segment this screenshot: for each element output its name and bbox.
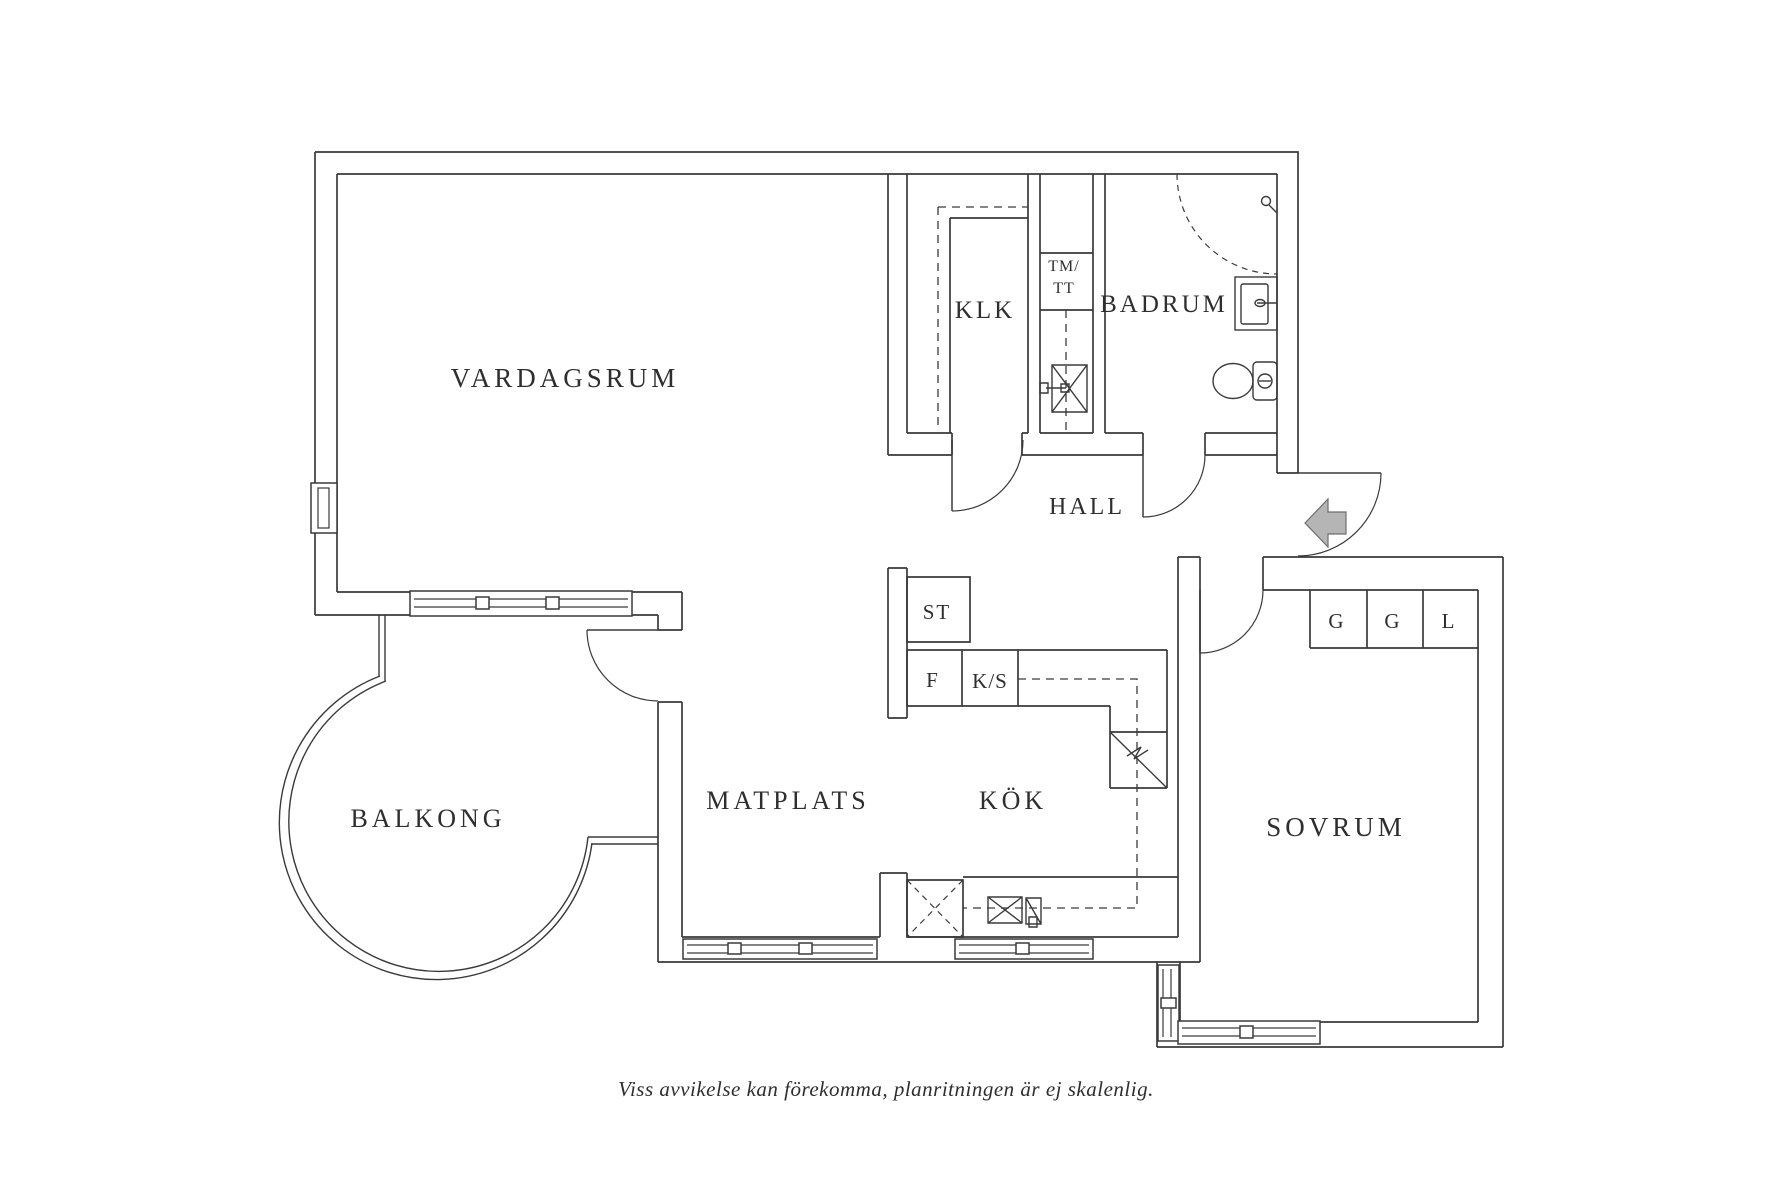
room-label-klk: KLK bbox=[955, 297, 1015, 324]
room-label-badrum: BADRUM bbox=[1100, 291, 1228, 318]
label-wardrobe-g1: G bbox=[1328, 609, 1345, 633]
laundry-faucet-icon bbox=[1039, 382, 1070, 394]
kitchen-sink bbox=[987, 896, 1023, 924]
bathroom-fixtures bbox=[1212, 195, 1278, 401]
room-label-kok: KÖK bbox=[979, 786, 1047, 815]
living-room-side-window bbox=[310, 482, 338, 534]
bedroom-door-arc bbox=[1199, 589, 1264, 654]
label-ks: K/S bbox=[972, 669, 1008, 693]
wall-lines bbox=[314, 151, 1504, 1048]
balcony-door-arc bbox=[586, 629, 659, 702]
bedroom-wardrobe-boxes bbox=[1309, 590, 1478, 649]
room-label-matplats: MATPLATS bbox=[706, 786, 869, 815]
label-st: ST bbox=[923, 600, 952, 624]
kitchen-bottom-window bbox=[954, 938, 1094, 960]
label-wardrobe-l: L bbox=[1442, 609, 1457, 633]
label-tm-tt-line1: TM/ bbox=[1048, 258, 1079, 275]
dishwasher-diagonal bbox=[1109, 731, 1168, 789]
dashed-lines bbox=[906, 173, 1278, 938]
laundry-fixtures bbox=[1039, 364, 1088, 413]
shower-arc-dashed bbox=[1176, 173, 1278, 275]
closet-rail-dashed bbox=[937, 206, 1028, 425]
dining-bottom-window bbox=[682, 938, 878, 960]
kitchen-counter-dashed bbox=[963, 678, 1138, 909]
room-labels: VARDAGSRUM KLK TM/ TT BADRUM HALL ST F K… bbox=[350, 258, 1457, 842]
bedroom-bottom-window bbox=[1177, 1020, 1321, 1045]
kitchen-fixtures bbox=[987, 896, 1042, 928]
windows bbox=[310, 482, 1321, 1045]
room-label-sovrum: SOVRUM bbox=[1266, 812, 1406, 842]
room-label-vardagsrum: VARDAGSRUM bbox=[451, 363, 680, 393]
label-wardrobe-g2: G bbox=[1384, 609, 1401, 633]
entrance-door-arc bbox=[1297, 472, 1382, 557]
kitchen-counters bbox=[906, 576, 1178, 938]
stove-cross-dashed bbox=[906, 879, 964, 938]
inner-walls-north bbox=[887, 174, 1277, 719]
disclaimer-caption: Viss avvikelse kan förekomma, planritnin… bbox=[618, 1077, 1154, 1101]
label-tm-tt-line2: TT bbox=[1053, 280, 1075, 297]
living-room-bottom-window bbox=[409, 590, 633, 617]
label-f: F bbox=[926, 668, 940, 692]
shower-head-icon bbox=[1260, 195, 1278, 214]
room-label-hall: HALL bbox=[1049, 494, 1125, 520]
kitchen-faucet-icon bbox=[1025, 897, 1042, 928]
closet-door-arc bbox=[951, 439, 1024, 512]
outer-walls bbox=[314, 151, 1504, 1048]
toilet bbox=[1212, 361, 1278, 401]
bathroom-sink bbox=[1234, 276, 1278, 331]
door-swings bbox=[586, 439, 1382, 702]
bedroom-side-window bbox=[1157, 964, 1180, 1042]
entrance-arrow-icon bbox=[1304, 497, 1347, 549]
bathroom-door-arc bbox=[1142, 454, 1206, 518]
balcony-outline bbox=[278, 615, 658, 981]
room-label-balkong: BALKONG bbox=[350, 804, 505, 833]
balcony-railing bbox=[278, 615, 658, 981]
